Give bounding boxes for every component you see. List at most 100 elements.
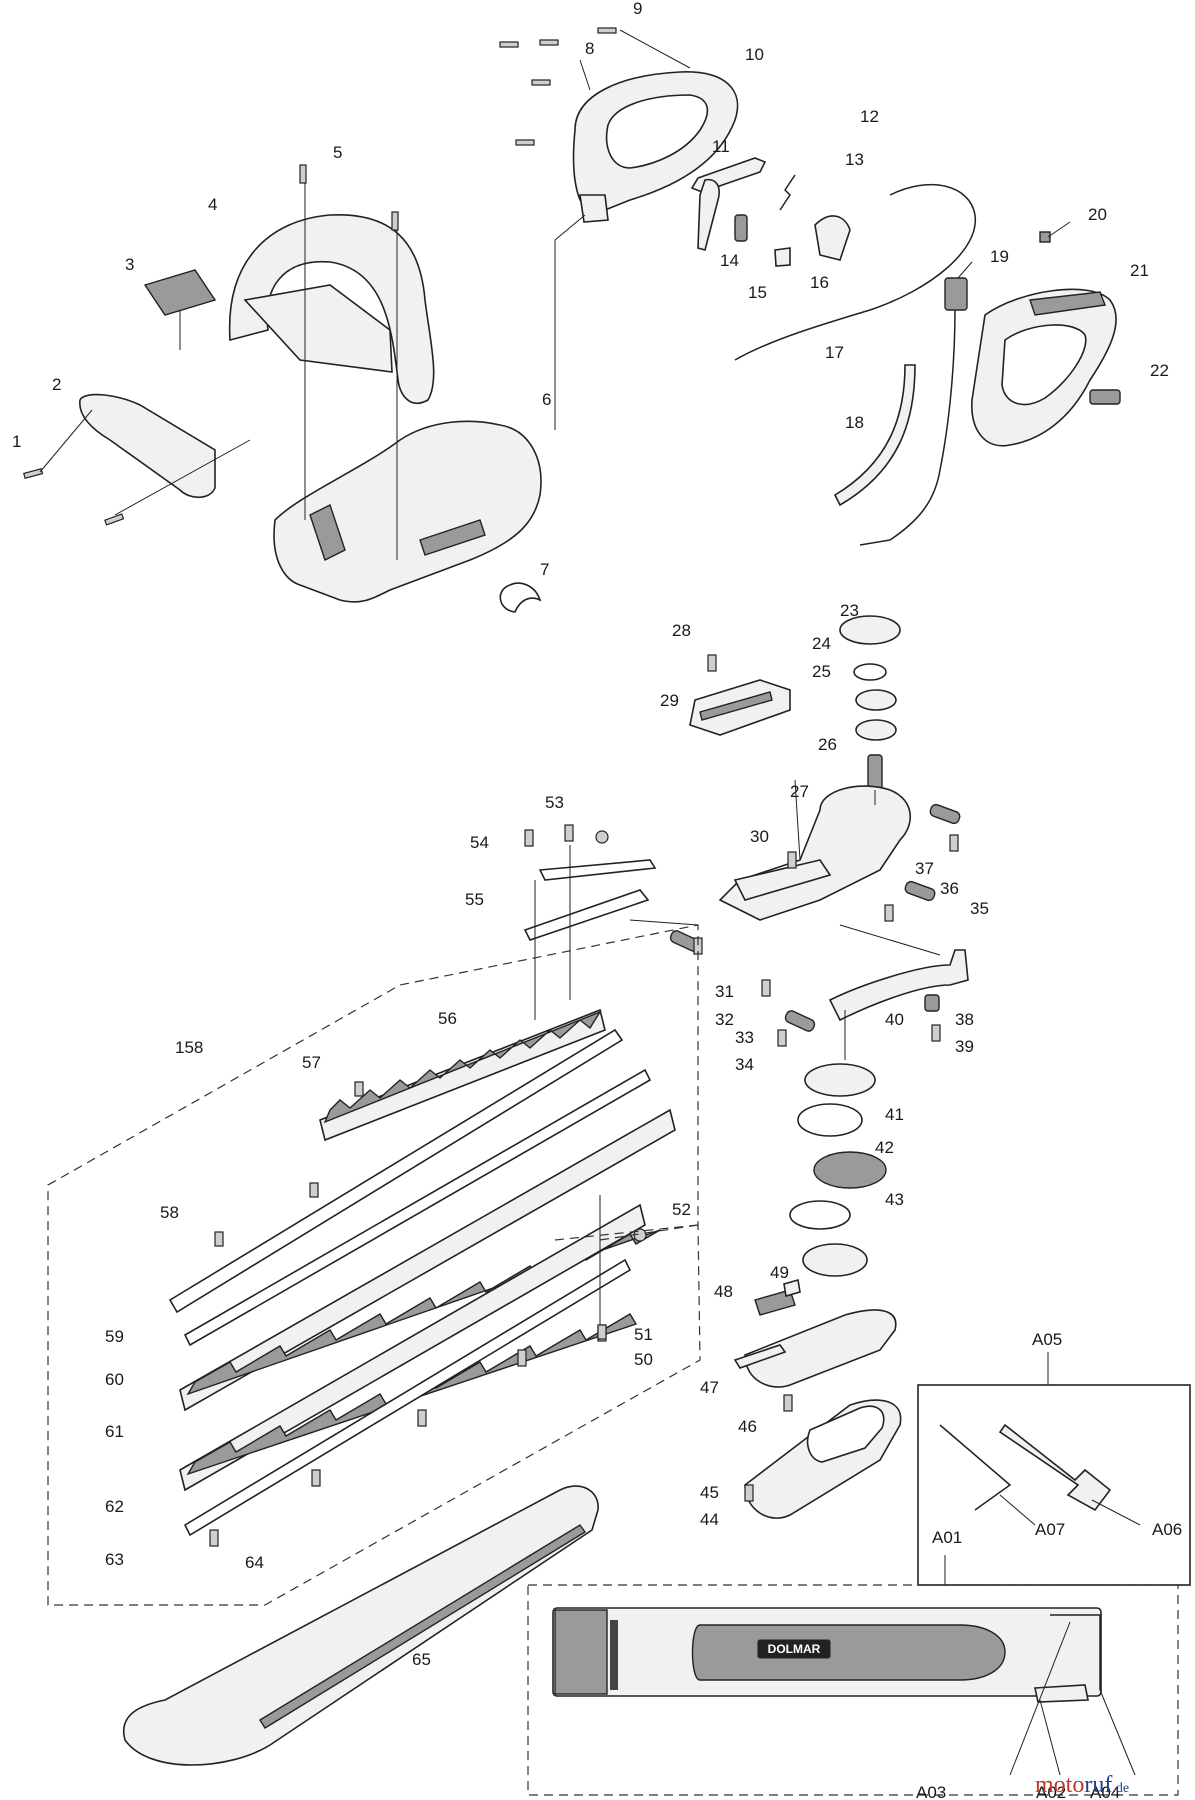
- part-bearing: [855, 689, 897, 711]
- callout-51: 51: [634, 1325, 653, 1344]
- group-outline-158-inner: [599, 1224, 699, 1241]
- part-washer-plate: [804, 1063, 876, 1097]
- part-throttle-trigger: [697, 178, 720, 251]
- callout-32: 32: [715, 1010, 734, 1029]
- part-gear-case-inner: [806, 1405, 885, 1463]
- part-handle-neck: [579, 194, 609, 223]
- part-boxed-cover: [691, 1624, 1006, 1681]
- part-blade-cover: [122, 1485, 599, 1766]
- part-connecting-bar: [523, 889, 650, 941]
- watermark: motoruf.de: [1035, 1772, 1129, 1798]
- part-gear-washer: [789, 1200, 851, 1230]
- callout-7: 7: [540, 560, 549, 579]
- brand-label: DOLMAR: [768, 1642, 821, 1656]
- callout-6: 6: [542, 390, 551, 409]
- callout-50: 50: [634, 1350, 653, 1369]
- part-rear-grip-window: [1001, 324, 1087, 406]
- screw-icon: [311, 1469, 321, 1487]
- accessory-frame: [527, 1584, 1179, 1796]
- part-cover-fins: [699, 691, 773, 721]
- callout-30: 30: [750, 827, 769, 846]
- part-stop-switch: [944, 277, 968, 311]
- callout-A01: A01: [932, 1528, 962, 1547]
- nut-icon: [595, 830, 609, 844]
- part-trigger-spring: [779, 174, 796, 211]
- callout-40: 40: [885, 1010, 904, 1029]
- callout-4: 4: [208, 195, 217, 214]
- part-guide-bar-lower: [183, 1258, 632, 1537]
- callout-21: 21: [1130, 261, 1149, 280]
- part-connecting-bar-arm: [538, 859, 657, 881]
- part-spring: [929, 803, 961, 825]
- callout-22: 22: [1150, 361, 1169, 380]
- callout-13: 13: [845, 150, 864, 169]
- screw-icon: [524, 829, 534, 847]
- part-lock-pin: [774, 247, 791, 267]
- callout-33: 33: [735, 1028, 754, 1047]
- part-blade-cover-teeth: [259, 1524, 587, 1729]
- group-outline-lower: [554, 1224, 699, 1241]
- part-snap-ring: [853, 663, 887, 681]
- callout-8: 8: [585, 39, 594, 58]
- rear-screws: [499, 27, 617, 146]
- screw-icon: [564, 824, 574, 842]
- callout-36: 36: [940, 879, 959, 898]
- part-mini-wrench: [1034, 1684, 1089, 1703]
- callout-63: 63: [105, 1550, 124, 1569]
- callout-43: 43: [885, 1190, 904, 1209]
- screw-icon: [884, 904, 894, 922]
- part-front-handle-loop: [228, 214, 435, 404]
- screw-icon: [597, 1324, 607, 1340]
- part-guide-plate: [802, 1243, 868, 1277]
- callout-62: 62: [105, 1497, 124, 1516]
- part-logo-plate: [757, 1639, 831, 1659]
- screw-icon: [104, 513, 125, 526]
- watermark-part2: ruf: [1084, 1772, 1112, 1798]
- callout-46: 46: [738, 1417, 757, 1436]
- callout-56: 56: [438, 1009, 457, 1028]
- gearbox-assembly: [669, 615, 969, 1277]
- part-trigger-lock: [814, 215, 851, 261]
- callout-A06: A06: [1152, 1520, 1182, 1539]
- part-hex-key: [939, 1424, 1012, 1511]
- part-mini-hex-key: [1050, 1614, 1101, 1690]
- part-drive-gear: [813, 1151, 887, 1189]
- watermark-part1: moto: [1035, 1772, 1084, 1798]
- part-gear-housing: [718, 785, 912, 921]
- callout-48: 48: [714, 1282, 733, 1301]
- callout-16: 16: [810, 273, 829, 292]
- screw-icon: [761, 979, 771, 997]
- part-choke-knob: [1089, 389, 1121, 405]
- tool-set-frame: [917, 1384, 1191, 1586]
- callout-17: 17: [825, 343, 844, 362]
- callout-3: 3: [125, 255, 134, 274]
- callout-2: 2: [52, 375, 61, 394]
- springs: [669, 803, 961, 1032]
- grip-assembly: [734, 183, 1121, 546]
- part-small-label: [1039, 231, 1051, 243]
- part-housing-ribs: [309, 504, 486, 561]
- callout-54: 54: [470, 833, 489, 852]
- callout-37: 37: [915, 859, 934, 878]
- callout-5: 5: [333, 143, 342, 162]
- part-rear-handle-window: [605, 94, 709, 169]
- callout-A02: A02: [1036, 1783, 1066, 1800]
- screw-icon: [299, 164, 307, 184]
- part-spring: [784, 1010, 816, 1032]
- callout-35: 35: [970, 899, 989, 918]
- part-blade-clip: [754, 1289, 796, 1316]
- group-outline-158: [47, 924, 701, 1606]
- callout-12: 12: [860, 107, 879, 126]
- callout-42: 42: [875, 1138, 894, 1157]
- watermark-suffix: .de: [1112, 1781, 1129, 1796]
- callout-57: 57: [302, 1053, 321, 1072]
- callout-A07: A07: [1035, 1520, 1065, 1539]
- part-throttle-cable: [734, 183, 976, 361]
- screw-icon: [744, 1484, 754, 1502]
- callout-9: 9: [633, 0, 642, 18]
- callout-23: 23: [840, 601, 859, 620]
- callout-11: 11: [712, 137, 730, 156]
- screw-icon: [309, 1182, 319, 1198]
- part-guide-bar-thin: [183, 1068, 652, 1347]
- callout-49: 49: [770, 1263, 789, 1282]
